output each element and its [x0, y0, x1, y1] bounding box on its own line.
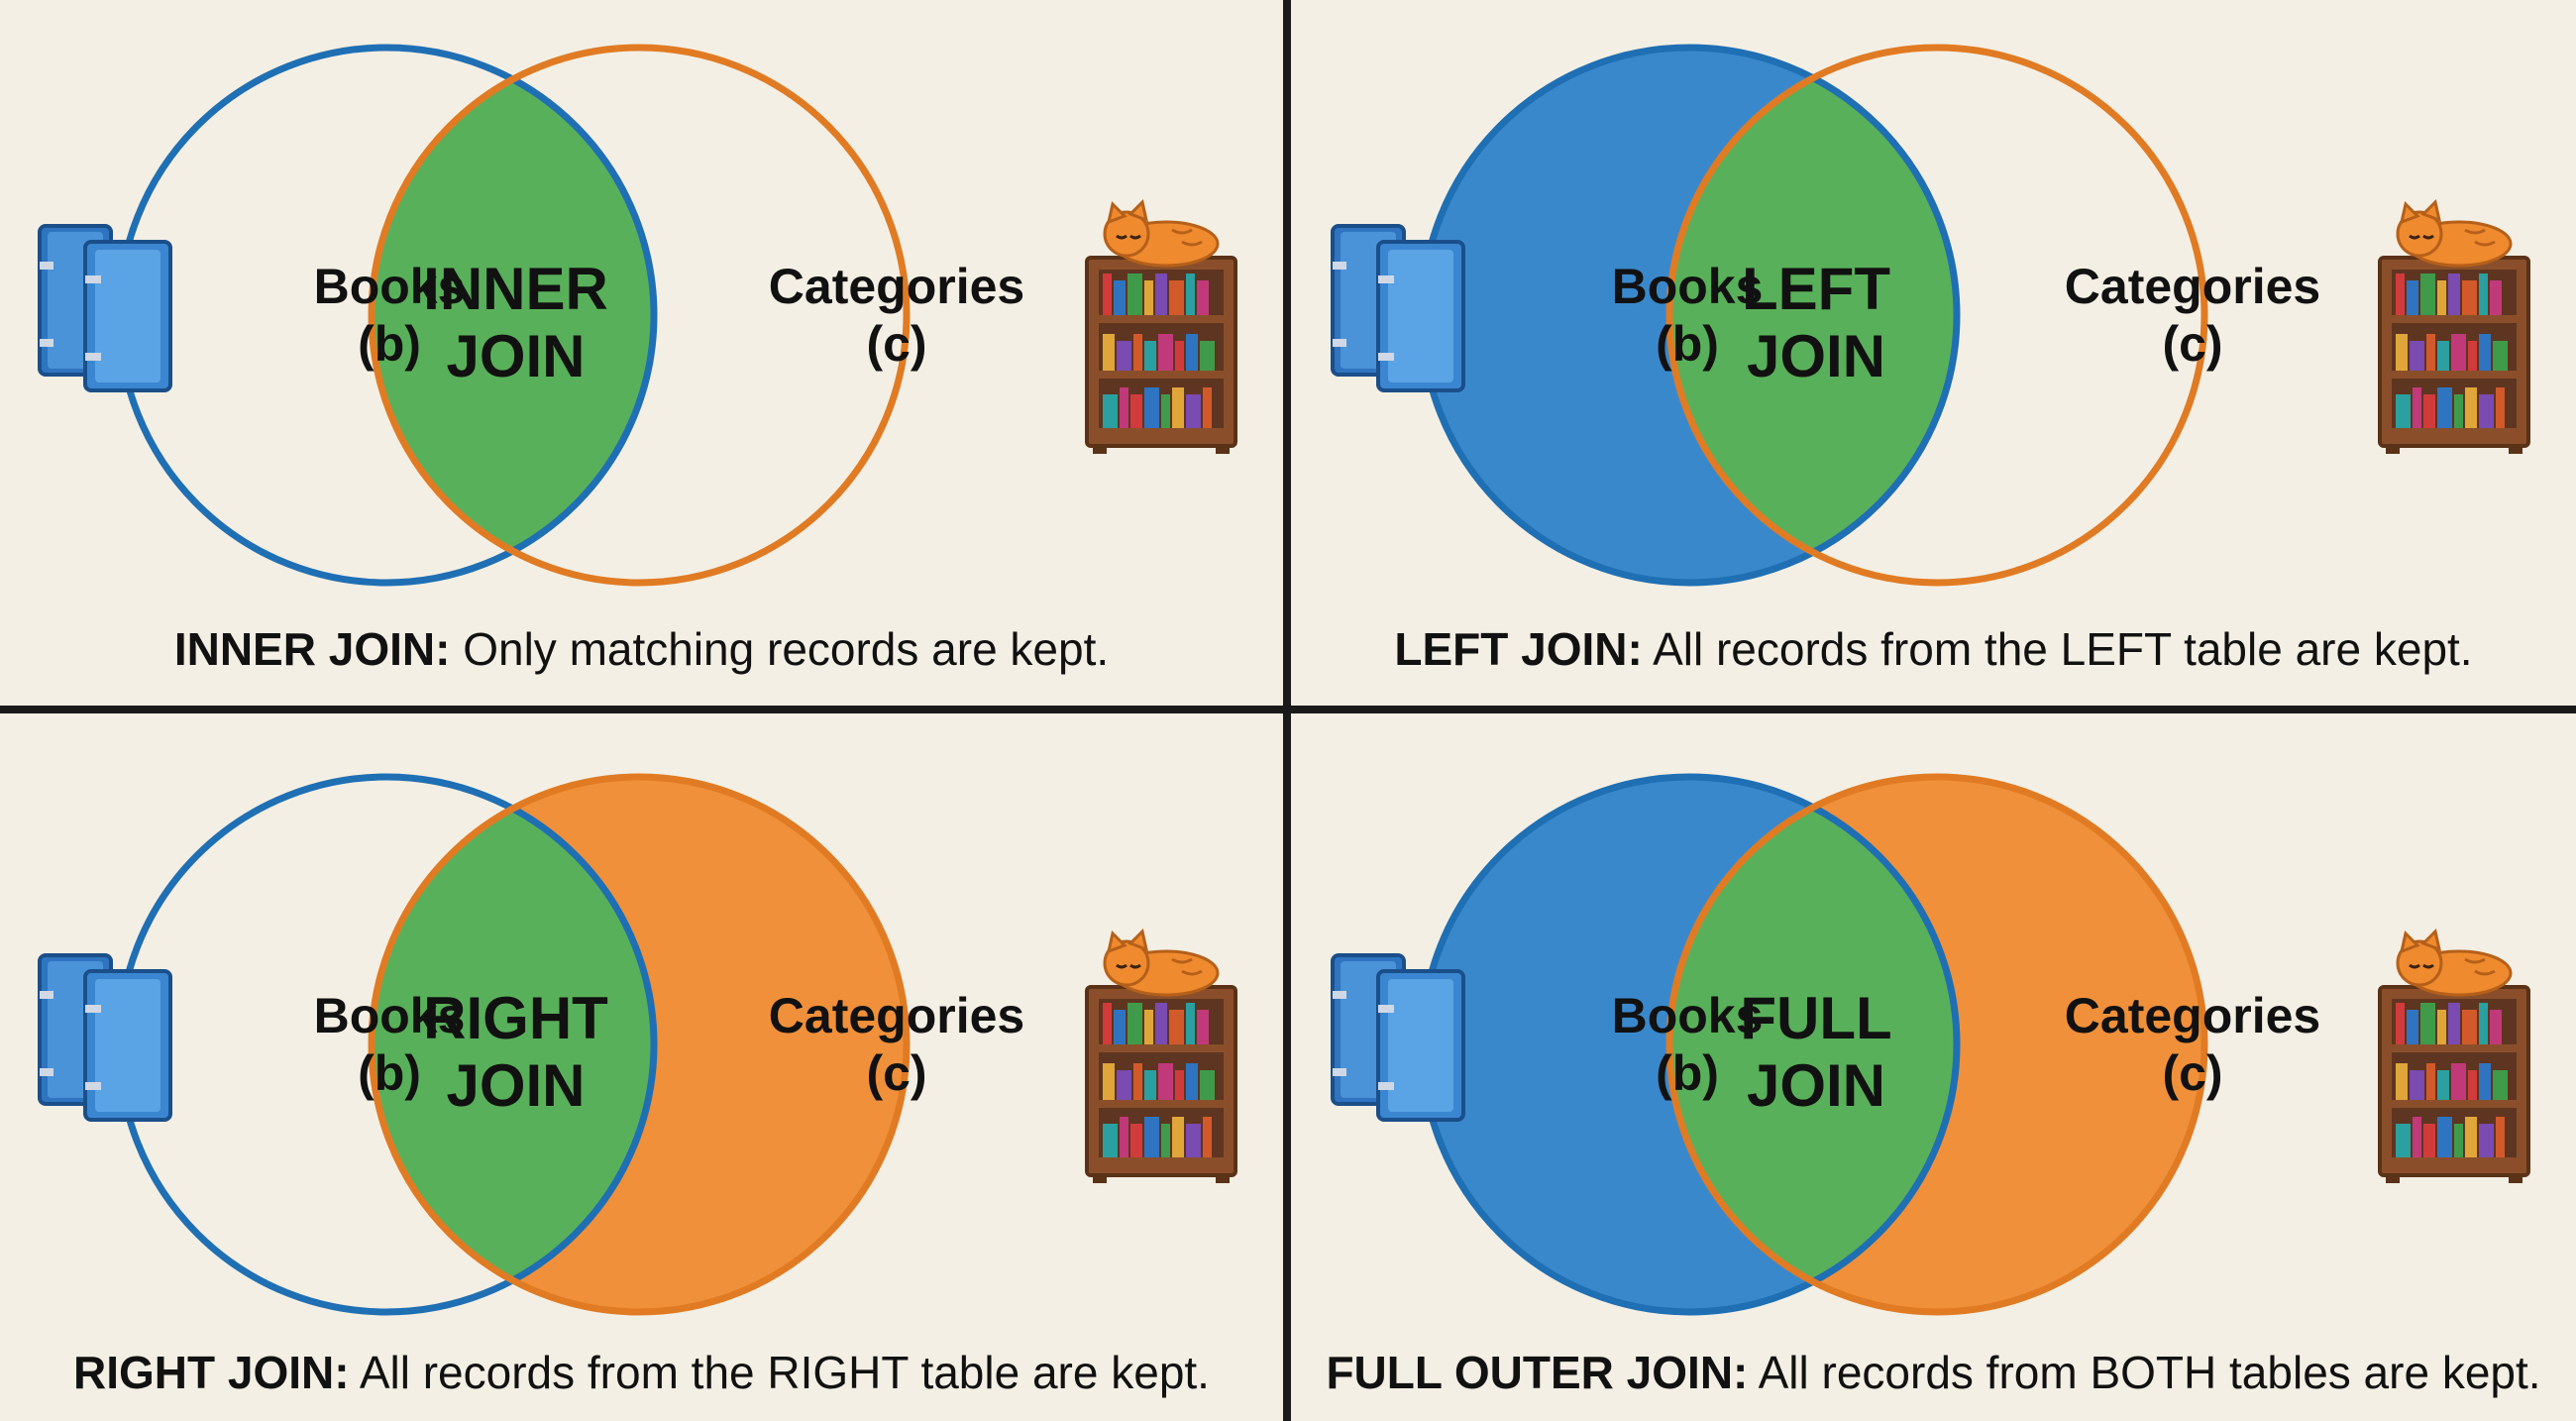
books-label: Books	[1612, 259, 1764, 314]
caption-description: Only matching records are kept.	[450, 623, 1110, 675]
join-type-label-line1: LEFT	[1742, 256, 1890, 322]
categories-alias-label: (c)	[2162, 1045, 2222, 1101]
join-type-label-line1: INNER	[423, 256, 608, 322]
join-type-label-line2: JOIN	[1747, 323, 1885, 389]
books-icon	[1331, 953, 1465, 1122]
books-alias-label: (b)	[1656, 316, 1719, 372]
books-icon	[1331, 224, 1465, 392]
intersection-fill	[1669, 777, 1957, 1312]
categories-circle-outline	[1665, 773, 2208, 1316]
categories-circle-outline	[368, 44, 911, 587]
caption-join-name: FULL OUTER JOIN:	[1326, 1347, 1749, 1398]
books-icon	[38, 224, 172, 392]
categories-label: Categories	[769, 259, 1024, 314]
categories-label: Categories	[769, 988, 1024, 1043]
intersection-fill	[372, 48, 654, 583]
categories-alias-label: (c)	[866, 316, 926, 372]
books-alias-label: (b)	[358, 316, 421, 372]
caption-description: All records from the LEFT table are kept…	[1642, 623, 2473, 675]
intersection-fill	[1669, 48, 1957, 583]
categories-alias-label: (c)	[2162, 316, 2222, 372]
join-caption: INNER JOIN: Only matching records are ke…	[0, 622, 1283, 676]
bookshelf-with-cat-icon	[1085, 929, 1237, 1183]
books-label: Books	[314, 988, 466, 1043]
join-caption: RIGHT JOIN: All records from the RIGHT t…	[0, 1346, 1283, 1399]
categories-label: Categories	[2065, 988, 2320, 1043]
bookshelf-with-cat-icon	[2378, 199, 2530, 454]
join-caption: FULL OUTER JOIN: All records from BOTH t…	[1291, 1346, 2576, 1399]
books-alias-label: (b)	[358, 1045, 421, 1101]
caption-description: All records from the RIGHT table are kep…	[349, 1347, 1210, 1398]
caption-description: All records from BOTH tables are kept.	[1748, 1347, 2541, 1398]
horizontal-divider	[0, 706, 2576, 713]
join-type-label-line2: JOIN	[446, 1052, 585, 1119]
books-icon	[38, 953, 172, 1122]
caption-join-name: LEFT JOIN:	[1394, 623, 1643, 675]
books-alias-label: (b)	[1656, 1045, 1719, 1101]
categories-circle-outline	[368, 773, 911, 1316]
categories-label: Categories	[2065, 259, 2320, 314]
join-type-label-line1: FULL	[1740, 985, 1891, 1051]
join-type-label-line2: JOIN	[446, 323, 585, 389]
bookshelf-with-cat-icon	[1085, 199, 1237, 454]
categories-circle-outline	[1665, 44, 2208, 587]
caption-join-name: INNER JOIN:	[173, 623, 451, 675]
books-label: Books	[1612, 988, 1764, 1043]
caption-join-name: RIGHT JOIN:	[73, 1347, 350, 1398]
join-type-label-line1: RIGHT	[423, 985, 608, 1051]
join-caption: LEFT JOIN: All records from the LEFT tab…	[1291, 622, 2576, 676]
categories-alias-label: (c)	[866, 1045, 926, 1101]
intersection-fill	[372, 777, 654, 1312]
join-type-label-line2: JOIN	[1747, 1052, 1885, 1119]
books-label: Books	[314, 259, 466, 314]
bookshelf-with-cat-icon	[2378, 929, 2530, 1183]
